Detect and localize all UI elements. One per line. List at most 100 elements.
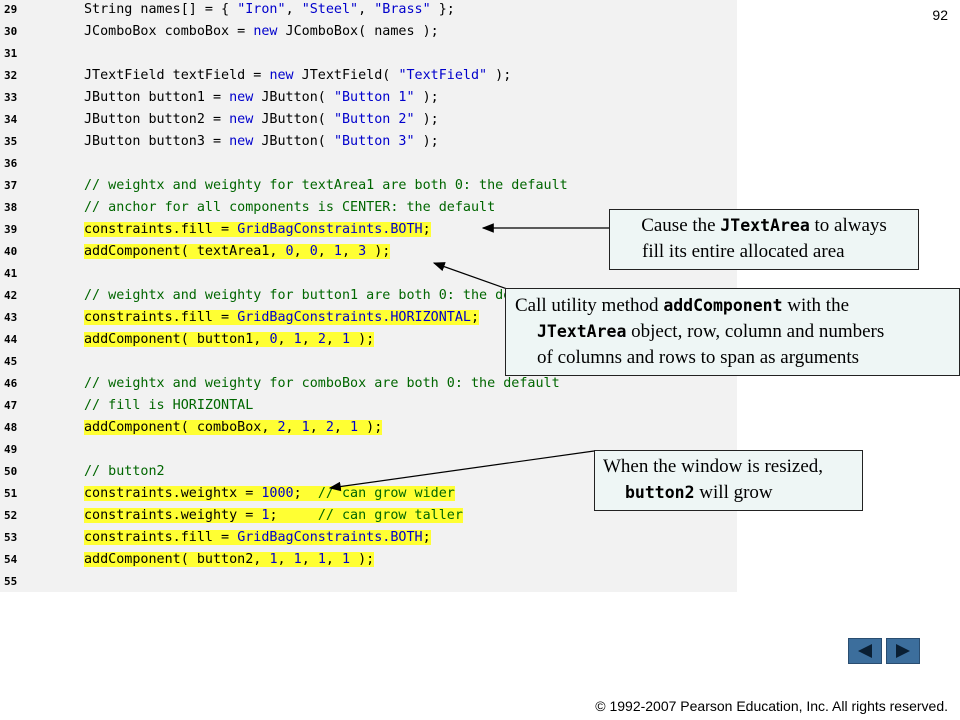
line-number: 37 [4, 179, 18, 192]
line-number: 43 [4, 311, 18, 324]
code-token: 0 [285, 244, 294, 259]
page-number: 92 [932, 7, 948, 23]
code-text: addComponent( textArea1, 0, 0, 1, 3 ); [84, 244, 391, 259]
code-line: 36 [0, 154, 737, 176]
callout-resize: When the window is resized, button2 will… [594, 450, 863, 511]
line-number: 38 [4, 201, 18, 214]
callout-fill-area: Cause the JTextArea to always fill its e… [609, 209, 919, 270]
line-number: 49 [4, 443, 18, 456]
code-token: 0 [309, 244, 318, 259]
code-line: 42// weightx and weighty for button1 are… [0, 286, 737, 308]
code-token: "Brass" [374, 2, 431, 17]
code-token: JTextField( [293, 68, 399, 83]
line-number: 31 [4, 47, 18, 60]
code-token: // weightx and weighty for comboBox are … [84, 376, 560, 391]
code-text: // fill is HORIZONTAL [84, 398, 253, 413]
code-line: 38 // anchor for all components is CENTER… [0, 198, 737, 220]
code-line: 46// weightx and weighty for comboBox ar… [0, 374, 737, 396]
code-token: , [301, 552, 318, 567]
code-token: constraints.fill = [84, 530, 238, 545]
code-token: constraints.weightx = [84, 486, 262, 501]
code-token: constraints.fill = [84, 222, 238, 237]
code-token: 1 [261, 508, 270, 523]
code-token: 1000 [261, 486, 294, 501]
code-token: JButton button2 = [84, 112, 230, 127]
code-token: 2 [277, 420, 286, 435]
line-number: 54 [4, 553, 18, 566]
code-token: "Iron" [237, 2, 286, 17]
code-token: ); [350, 332, 375, 347]
code-token: "Button 3" [333, 134, 415, 149]
code-token: , [285, 2, 302, 17]
code-token: // anchor for all components is CENTER: … [84, 200, 496, 215]
code-token: , [277, 552, 294, 567]
next-slide-button[interactable] [886, 638, 920, 664]
line-number: 44 [4, 333, 18, 346]
line-number: 42 [4, 289, 18, 302]
line-number: 35 [4, 135, 18, 148]
code-token: 0 [269, 332, 278, 347]
code-token: new [229, 90, 254, 105]
code-token: , [317, 244, 334, 259]
code-token: JButton( [253, 90, 334, 105]
code-token: , [309, 420, 326, 435]
code-text: // button2 [84, 464, 165, 479]
code-token: JTextField textField = [84, 68, 270, 83]
code-token: new [229, 112, 254, 127]
code-token: constraints.weighty = [84, 508, 262, 523]
line-number: 30 [4, 25, 18, 38]
code-token: , [325, 332, 342, 347]
code-token: 1 [269, 552, 278, 567]
code-token: ); [358, 420, 383, 435]
code-token: 1 [301, 420, 310, 435]
code-token: ; [470, 310, 480, 325]
code-token: 2 [317, 332, 326, 347]
line-number: 53 [4, 531, 18, 544]
code-token: 2 [325, 420, 334, 435]
code-token: ; [269, 508, 318, 523]
line-number: 29 [4, 3, 18, 16]
code-text: constraints.fill = GridBagConstraints.HO… [84, 310, 480, 325]
code-token: String names[] = { [84, 2, 238, 17]
line-number: 39 [4, 223, 18, 236]
code-token: ); [350, 552, 375, 567]
code-token: JButton button1 = [84, 90, 230, 105]
code-token: addComponent( button1, [84, 332, 270, 347]
code-token: GridBagConstraints.BOTH [237, 530, 423, 545]
code-token: "Button 1" [333, 90, 415, 105]
code-token: ; [293, 486, 318, 501]
code-token: JComboBox( names ); [277, 24, 439, 39]
triangle-left-icon [858, 644, 872, 658]
code-line: 30 JComboBox comboBox = new JComboBox( na… [0, 22, 737, 44]
code-token: 1 [342, 552, 351, 567]
code-token: JComboBox comboBox = [84, 24, 254, 39]
code-token: new [253, 24, 278, 39]
code-token: , [285, 420, 302, 435]
code-line: 49 [0, 440, 737, 462]
code-token: , [341, 244, 359, 259]
code-token: , [358, 2, 375, 17]
code-token: 1 [293, 552, 302, 567]
code-line: 37// weightx and weighty for textArea1 a… [0, 176, 737, 198]
code-token: // fill is HORIZONTAL [84, 398, 254, 413]
line-number: 33 [4, 91, 18, 104]
code-token: JButton( [253, 134, 334, 149]
code-token: ); [487, 68, 512, 83]
callout-add-component: Call utility method addComponent with th… [505, 288, 960, 376]
triangle-right-icon [896, 644, 910, 658]
line-number: 45 [4, 355, 18, 368]
code-token: 3 [358, 244, 367, 259]
code-token: JButton( [253, 112, 334, 127]
prev-slide-button[interactable] [848, 638, 882, 664]
line-number: 47 [4, 399, 18, 412]
line-number: 32 [4, 69, 18, 82]
code-token: GridBagConstraints.HORIZONTAL [237, 310, 471, 325]
code-token: JButton button3 = [84, 134, 230, 149]
line-number: 36 [4, 157, 18, 170]
line-number: 51 [4, 487, 18, 500]
